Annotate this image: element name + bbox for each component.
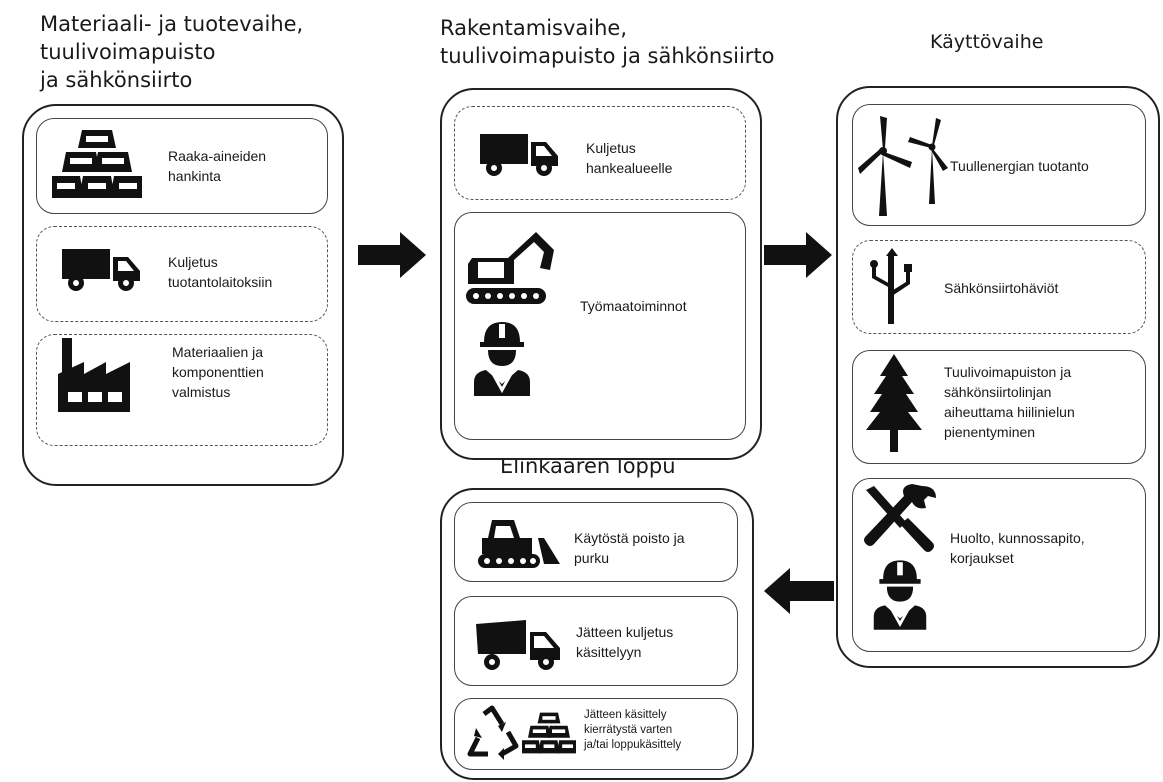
label-line: Kuljetus bbox=[168, 254, 218, 270]
title-line: Materiaali- ja tuotevaihe, bbox=[40, 12, 304, 36]
truck-icon bbox=[62, 249, 140, 291]
wind-turbine-icon bbox=[858, 116, 948, 216]
dump-truck-icon bbox=[476, 620, 560, 670]
tools-icon bbox=[864, 484, 936, 552]
label-line: Materiaalien ja bbox=[172, 344, 264, 360]
label-line: Jätteen käsittely bbox=[584, 709, 667, 721]
card-label: Kuljetus hankealueelle bbox=[586, 138, 672, 178]
gold-bars-icon bbox=[522, 712, 576, 754]
construction-worker-icon bbox=[474, 322, 530, 396]
card-label: Jätteen kuljetus käsittelyyn bbox=[576, 622, 673, 662]
card-label: Työmaatoiminnot bbox=[580, 296, 687, 316]
card-label: Tuulivoimapuiston ja sähkönsiirtolinjan … bbox=[944, 362, 1075, 442]
card-label: Tuullenergian tuotanto bbox=[950, 156, 1089, 176]
card-label: Materiaalien ja komponenttien valmistus bbox=[172, 342, 264, 402]
label-line: Kuljetus bbox=[586, 140, 636, 156]
label-line: korjaukset bbox=[950, 550, 1014, 566]
label-line: purku bbox=[574, 550, 610, 566]
label-line: Tuulivoimapuiston ja bbox=[944, 364, 1072, 380]
card-label: Jätteen käsittely kierrätystä varten ja/… bbox=[584, 708, 681, 753]
stage-title-construction: Rakentamisvaihe, tuulivoimapuisto ja säh… bbox=[440, 14, 775, 70]
label-line: Huolto, kunnossapito, bbox=[950, 530, 1085, 546]
label-line: hankinta bbox=[168, 168, 221, 184]
label-line: hankealueelle bbox=[586, 160, 673, 176]
excavator-icon bbox=[466, 232, 554, 304]
recycle-icon bbox=[467, 705, 519, 760]
card-wind-energy bbox=[852, 104, 1146, 226]
label-line: aiheuttama hiilinielun bbox=[944, 404, 1075, 420]
stage-title-operation: Käyttövaihe bbox=[930, 28, 1043, 56]
arrow-right-icon bbox=[358, 232, 426, 278]
title-line: tuulivoimapuisto ja sähkönsiirto bbox=[440, 44, 775, 68]
label-line: Sähkönsiirtohäviöt bbox=[944, 280, 1059, 296]
factory-icon bbox=[58, 338, 130, 412]
label-line: sähkönsiirtolinjan bbox=[944, 384, 1052, 400]
title-line: tuulivoimapuisto bbox=[40, 40, 216, 64]
label-line: ja/tai loppukäsittely bbox=[584, 739, 682, 751]
label-line: kierrätystä varten bbox=[584, 724, 673, 736]
card-label: Sähkönsiirtohäviöt bbox=[944, 278, 1058, 298]
label-line: valmistus bbox=[172, 384, 231, 400]
power-transmission-icon bbox=[870, 248, 912, 324]
card-label: Kuljetus tuotantolaitoksiin bbox=[168, 252, 272, 292]
label-line: käsittelyyn bbox=[576, 644, 642, 660]
stage-title-materials: Materiaali- ja tuotevaihe, tuulivoimapui… bbox=[40, 10, 303, 94]
label-line: komponenttien bbox=[172, 364, 264, 380]
arrow-left-icon bbox=[764, 568, 834, 614]
card-label: Käytöstä poisto ja purku bbox=[574, 528, 685, 568]
gold-bars-icon bbox=[52, 130, 142, 198]
bulldozer-icon bbox=[478, 520, 560, 568]
label-line: Työmaatoiminnot bbox=[580, 298, 687, 314]
truck-icon bbox=[480, 134, 558, 176]
card-waste-processing bbox=[454, 698, 738, 770]
label-line: tuotantolaitoksiin bbox=[168, 274, 273, 290]
construction-worker-icon bbox=[873, 560, 927, 630]
label-line: Tuullenergian tuotanto bbox=[950, 158, 1089, 174]
card-transport-factories bbox=[36, 226, 328, 322]
title-line: Rakentamisvaihe, bbox=[440, 16, 628, 40]
label-line: Raaka-aineiden bbox=[168, 148, 267, 164]
title-line: ja sähkönsiirto bbox=[40, 68, 193, 92]
label-line: Käytöstä poisto ja bbox=[574, 530, 685, 546]
title-line: Käyttövaihe bbox=[930, 31, 1044, 53]
label-line: pienentyminen bbox=[944, 424, 1036, 440]
label-line: Jätteen kuljetus bbox=[576, 624, 674, 640]
tree-icon bbox=[866, 354, 922, 452]
card-label: Raaka-aineiden hankinta bbox=[168, 146, 266, 186]
card-label: Huolto, kunnossapito, korjaukset bbox=[950, 528, 1085, 568]
arrow-right-icon bbox=[764, 232, 832, 278]
